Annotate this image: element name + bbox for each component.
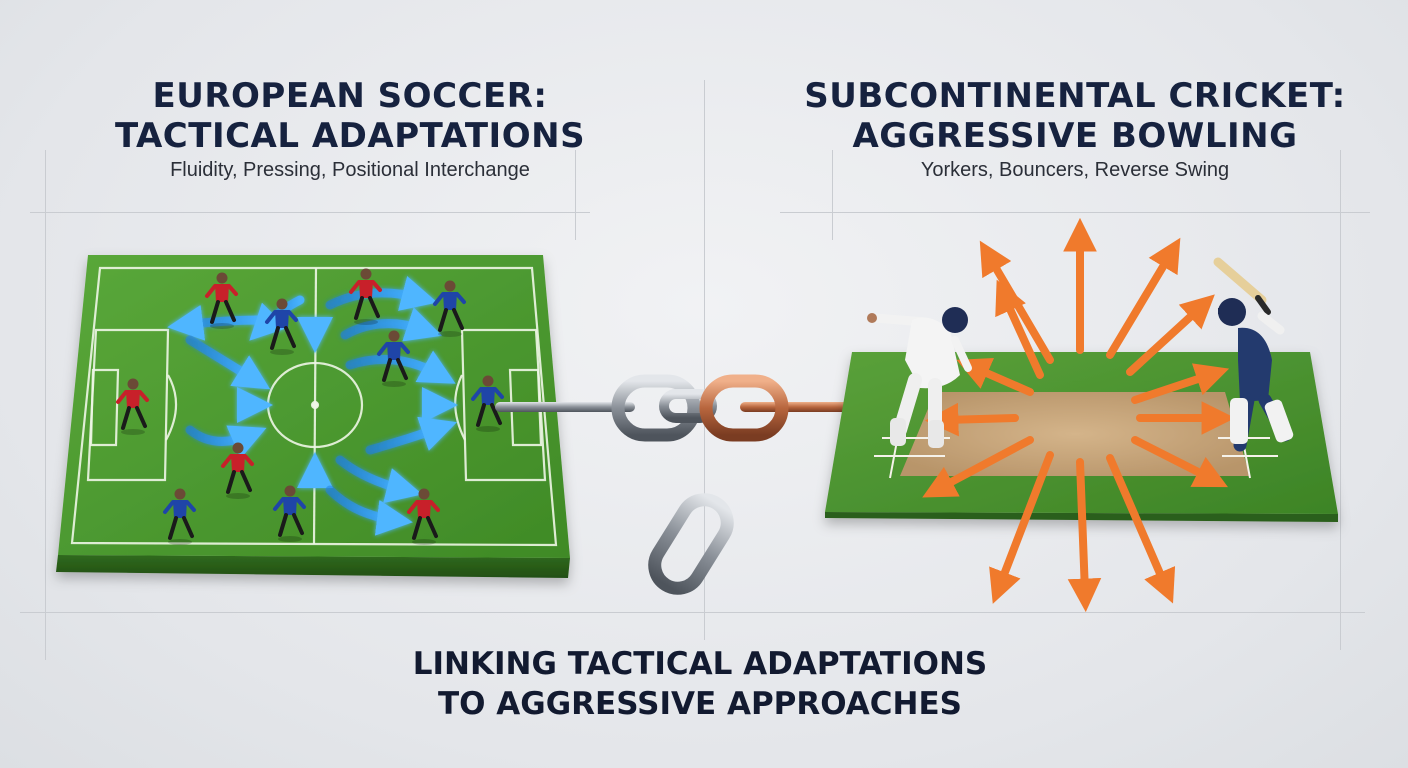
guide-line-horizontal-right [780,212,1370,213]
guide-line-vertical-center [704,80,705,640]
flow-arrow-icon [185,425,267,459]
cricket-title-line2: AGGRESSIVE BOWLING [852,116,1298,156]
flow-arrow-icon [325,276,438,311]
guide-line-vertical-right [832,150,833,240]
caption-line2: TO AGGRESSIVE APPROACHES [438,686,962,722]
cricket-subtitle: Yorkers, Bouncers, Reverse Swing [920,159,1230,181]
bowling-arrow-icon [979,240,1054,364]
bowling-arrow-icon [1131,363,1230,404]
chain [495,374,902,595]
flow-arrows [167,275,458,550]
soccer-player-icon [471,375,504,432]
bowling-arrow-icon [922,436,1034,498]
flow-arrow-icon [340,307,443,342]
chain-bar-steel [495,402,635,412]
flow-arrow-icon [365,416,458,455]
soccer-player-icon [205,272,238,329]
soccer-title: EUROPEAN SOCCER: TACTICAL ADAPTATIONS [60,76,640,156]
soccer-player-icon [433,280,466,337]
cricket-bowler-icon [867,307,972,448]
bowling-arrow-icon [956,357,1034,396]
guide-line-vertical-right2 [1340,150,1341,650]
soccer-player-icon [163,488,196,545]
flow-arrow-icon [185,335,271,390]
cricket-pitch-strip [900,392,1250,476]
cricket-title-line1: SUBCONTINENTAL CRICKET: [804,76,1346,116]
soccer-pitch-side [56,555,570,578]
guide-line-vertical-left2 [575,150,576,240]
cricket-batsman-icon [1213,257,1294,452]
chain-link-icon [611,374,701,442]
bowling-arrow-icon [995,279,1044,379]
bowling-arrow-icon [1106,237,1181,359]
guide-line-vertical-left [45,150,46,660]
soccer-players [116,268,504,545]
soccer-player-icon [273,485,306,542]
soccer-player-icon [116,378,149,435]
bowling-arrow-icon [924,402,1019,437]
cricket-title: SUBCONTINENTAL CRICKET: AGGRESSIVE BOWLI… [770,76,1380,156]
soccer-subtitle: Fluidity, Pressing, Positional Interchan… [170,159,530,181]
bowling-arrow-icon [1067,458,1102,613]
soccer-player-icon [221,442,254,499]
bowling-arrow-icon [1106,454,1176,604]
bowling-arrow-icon [989,451,1054,604]
soccer-title-line1: EUROPEAN SOCCER: [152,76,548,116]
caption: LINKING TACTICAL ADAPTATIONS TO AGGRESSI… [300,644,1100,724]
guide-line-horizontal-bottom [20,612,1365,613]
soccer-player-icon [265,298,298,355]
soccer-player-icon [407,488,440,545]
bowling-arrow-icon [1131,436,1228,488]
chain-link-icon [648,493,734,595]
flow-arrow-icon [335,455,423,504]
soccer-player-icon [349,268,382,325]
flow-arrow-icon [325,485,413,536]
soccer-title-line2: TACTICAL ADAPTATIONS [114,116,586,156]
bowling-arrow-icon [1126,294,1215,376]
bowling-arrows [922,217,1236,613]
chain-link-icon [699,374,789,442]
guide-line-horizontal-left [30,212,590,213]
soccer-player-icon [377,330,410,387]
caption-line1: LINKING TACTICAL ADAPTATIONS [412,646,988,682]
